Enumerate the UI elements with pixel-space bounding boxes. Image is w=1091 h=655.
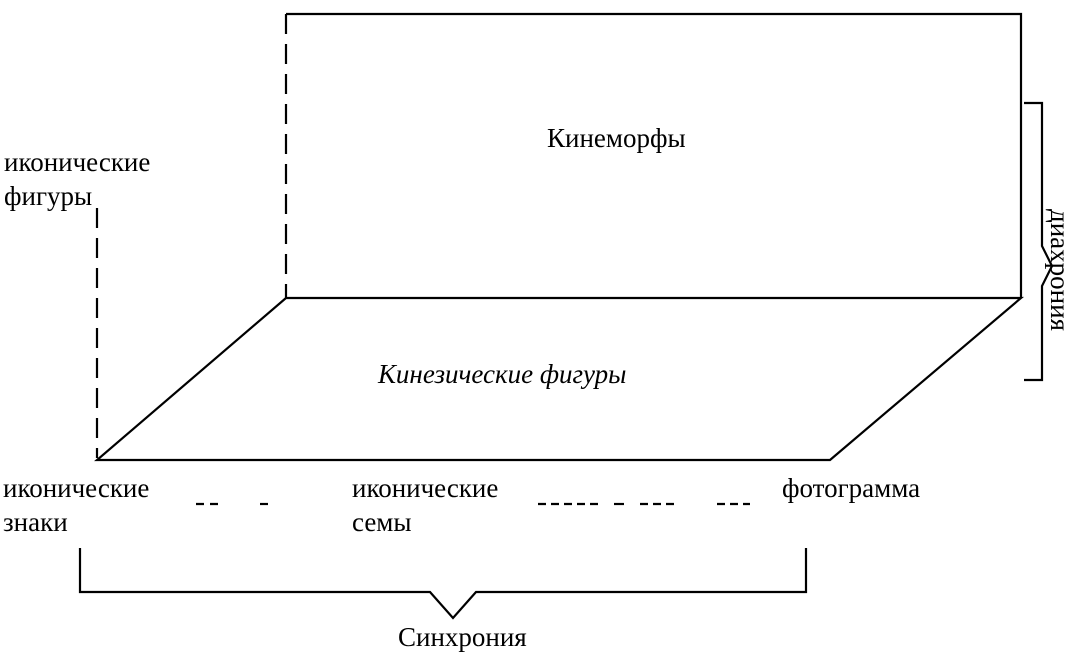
photogram-label: фотограмма xyxy=(782,473,921,503)
kinemorphs-label: Кинеморфы xyxy=(547,123,686,153)
synchrony-bracket xyxy=(78,548,808,620)
iconic-figures-label: иконические фигуры xyxy=(4,147,151,211)
synchrony-label: Синхрония xyxy=(398,622,527,652)
kinesic-plane xyxy=(94,296,1024,462)
diachrony-label: диахрония xyxy=(1045,209,1075,331)
kinemorphs-plane xyxy=(286,12,1023,298)
diachrony-brace xyxy=(1024,101,1054,382)
iconic-semes-label: иконические семы xyxy=(352,473,499,537)
kinesic-figures-label: Кинезические фигуры xyxy=(378,359,627,389)
iconic-signs-label: иконические знаки xyxy=(3,473,150,537)
